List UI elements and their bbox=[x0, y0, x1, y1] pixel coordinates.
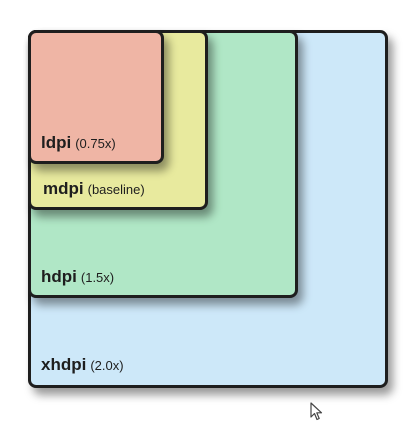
ldpi-label: ldpi(0.75x) bbox=[41, 133, 116, 153]
mdpi-multiplier: (baseline) bbox=[87, 182, 145, 197]
mouse-pointer-icon bbox=[310, 402, 324, 427]
mdpi-name: mdpi bbox=[43, 179, 84, 198]
xhdpi-label: xhdpi(2.0x) bbox=[41, 355, 124, 375]
xhdpi-name: xhdpi bbox=[41, 355, 87, 374]
mdpi-label: mdpi(baseline) bbox=[43, 179, 145, 199]
ldpi-multiplier: (0.75x) bbox=[75, 136, 116, 151]
hdpi-name: hdpi bbox=[41, 267, 77, 286]
hdpi-label: hdpi(1.5x) bbox=[41, 267, 114, 287]
hdpi-multiplier: (1.5x) bbox=[80, 270, 115, 285]
ldpi-name: ldpi bbox=[41, 133, 72, 152]
ldpi-box: ldpi(0.75x) bbox=[28, 30, 164, 164]
xhdpi-multiplier: (2.0x) bbox=[90, 358, 124, 373]
